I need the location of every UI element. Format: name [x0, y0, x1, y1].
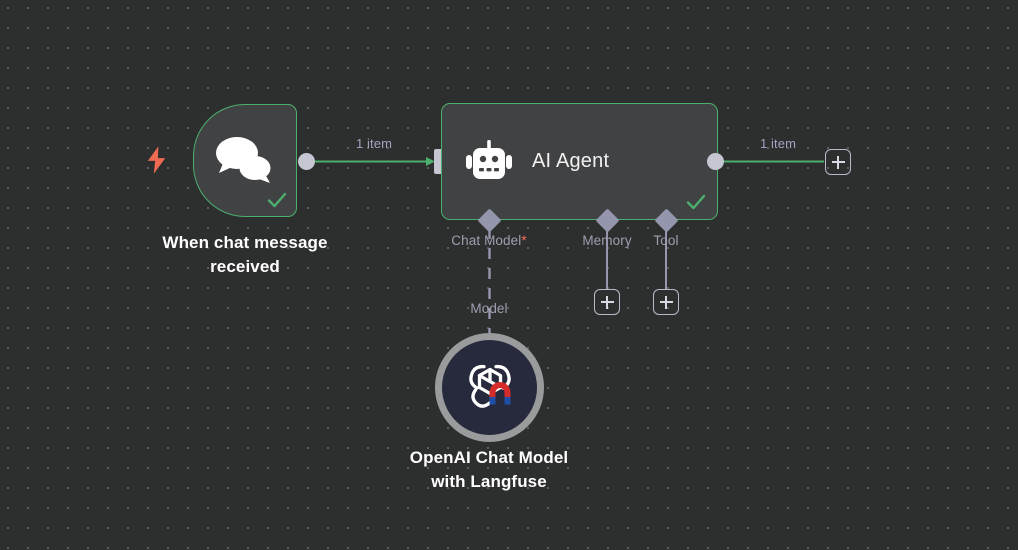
robot-icon: [466, 139, 512, 179]
agent-port-label-tool: Tool: [653, 233, 679, 248]
trigger-node-caption: When chat message received: [162, 233, 328, 276]
edge-label-model: Model: [470, 301, 508, 316]
node-openai-chat-model-with-langfuse[interactable]: [435, 333, 544, 442]
lightning-bolt-icon: [147, 146, 166, 174]
node-ai-agent[interactable]: AI Agent: [441, 103, 718, 220]
langfuse-magnet-icon: [489, 381, 510, 404]
agent-input-port[interactable]: [434, 149, 443, 174]
add-node-plus-button[interactable]: [825, 149, 851, 175]
add-memory-plus-button[interactable]: [594, 289, 620, 315]
openai-langfuse-icon: [468, 364, 511, 408]
required-asterisk: *: [521, 233, 527, 248]
trigger-output-port[interactable]: [298, 153, 315, 170]
add-tool-plus-button[interactable]: [653, 289, 679, 315]
openai-node-caption: OpenAI Chat Model with Langfuse: [409, 448, 569, 491]
agent-output-port[interactable]: [707, 153, 724, 170]
agent-port-label-memory: Memory: [582, 233, 632, 248]
node-when-chat-message-received[interactable]: [193, 104, 297, 217]
edge-label-agent-to-output: 1 item: [759, 136, 797, 151]
chat-bubbles-icon: [216, 136, 271, 183]
agent-node-title: AI Agent: [532, 150, 610, 172]
chat-model-label-text: Chat Model: [451, 233, 522, 248]
status-check-icon: [686, 194, 706, 210]
status-check-icon: [267, 192, 287, 208]
agent-port-label-chat-model: Chat Model*: [451, 233, 526, 248]
edge-label-trigger-to-agent: 1 item: [355, 136, 393, 151]
